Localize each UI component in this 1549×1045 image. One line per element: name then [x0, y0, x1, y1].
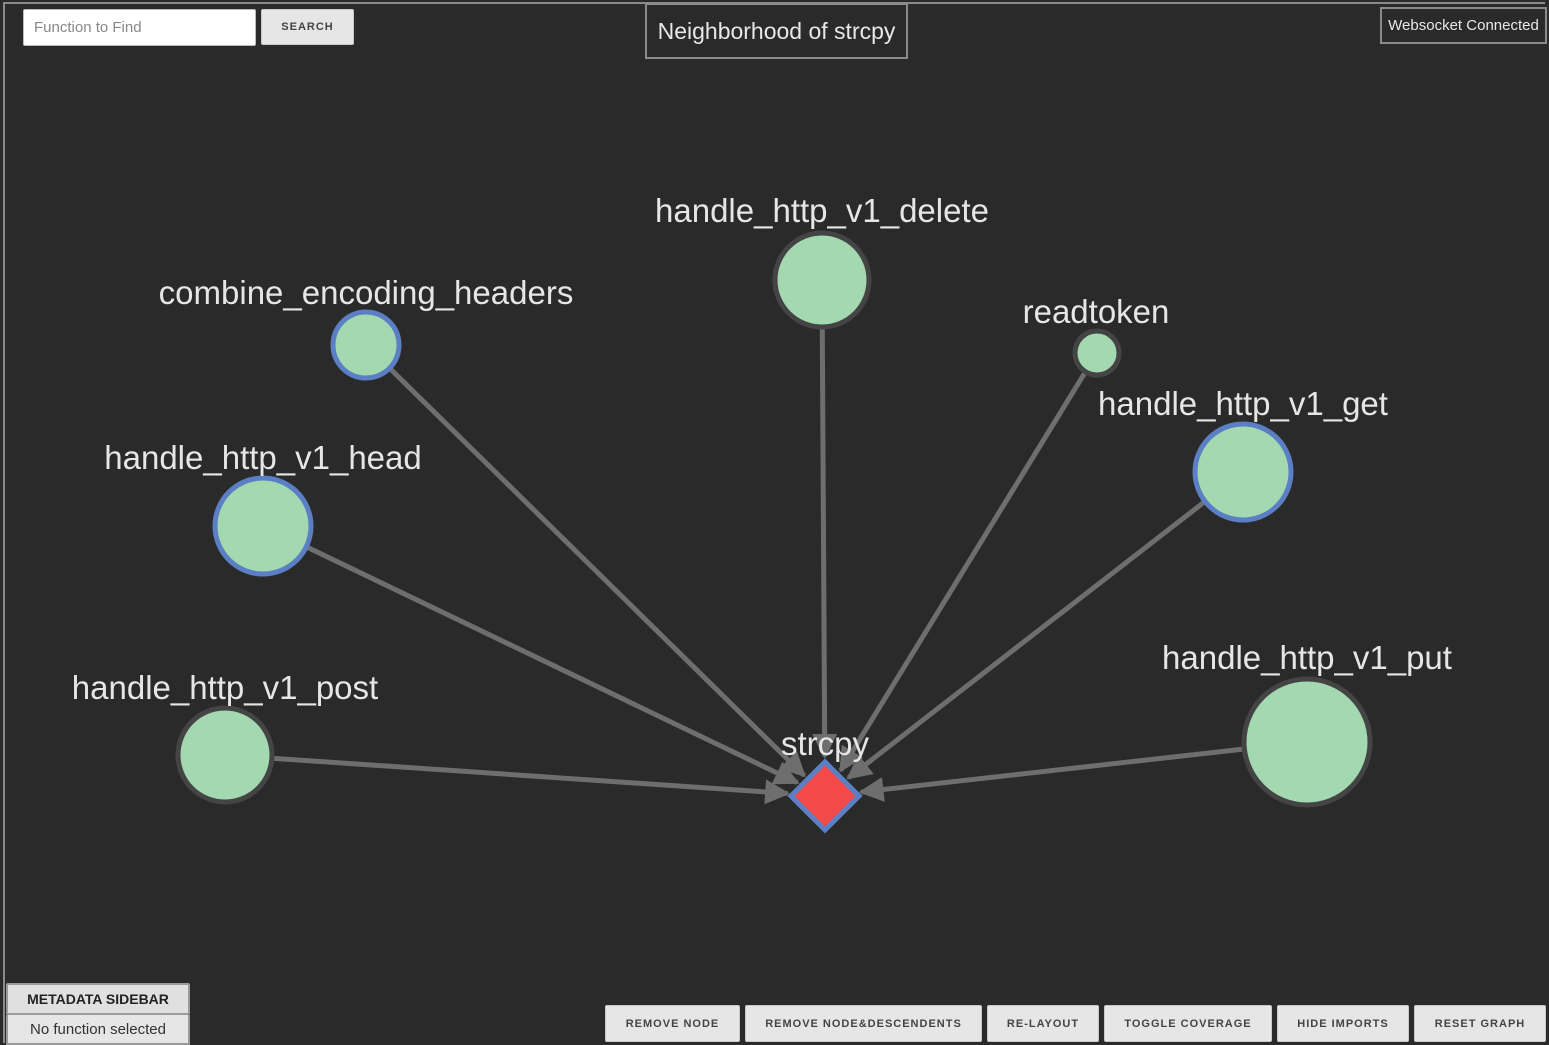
node-handle-http-v1-get[interactable]	[1192, 421, 1294, 523]
node-label-strcpy: strcpy	[781, 725, 870, 762]
node-label-readtoken: readtoken	[1023, 293, 1170, 330]
node-handle-http-v1-put[interactable]	[1241, 676, 1373, 808]
remove-node-button[interactable]: REMOVE NODE	[605, 1005, 740, 1042]
node-combine-encoding-headers[interactable]	[330, 309, 402, 381]
node-label-combine-encoding-headers: combine_encoding_headers	[159, 274, 574, 311]
node-strcpy[interactable]	[787, 758, 863, 834]
search-button[interactable]: SEARCH	[261, 9, 354, 45]
toggle-coverage-button[interactable]: TOGGLE COVERAGE	[1104, 1005, 1272, 1042]
reset-graph-button[interactable]: RESET GRAPH	[1414, 1005, 1546, 1042]
node-handle-http-v1-delete[interactable]	[772, 230, 872, 330]
node-label-handle-http-v1-get: handle_http_v1_get	[1098, 385, 1388, 422]
edges-layer	[271, 326, 1245, 805]
metadata-sidebar-button[interactable]: METADATA SIDEBAR	[6, 983, 190, 1015]
node-label-handle-http-v1-delete: handle_http_v1_delete	[655, 192, 989, 229]
graph-title: Neighborhood of strcpy	[645, 3, 908, 59]
node-label-handle-http-v1-post: handle_http_v1_post	[72, 669, 378, 706]
node-label-handle-http-v1-put: handle_http_v1_put	[1162, 639, 1452, 676]
edge-handle-http-v1-delete-to-strcpy	[812, 326, 838, 760]
node-readtoken[interactable]	[1072, 328, 1122, 378]
edge-readtoken-to-strcpy	[838, 370, 1088, 773]
edge-handle-http-v1-get-to-strcpy	[846, 499, 1207, 780]
edge-handle-http-v1-put-to-strcpy	[858, 746, 1245, 802]
edge-combine-encoding-headers-to-strcpy	[387, 366, 806, 778]
relayout-button[interactable]: RE-LAYOUT	[987, 1005, 1099, 1042]
node-handle-http-v1-head[interactable]	[212, 475, 314, 577]
node-handle-http-v1-post[interactable]	[175, 705, 275, 805]
websocket-status: Websocket Connected	[1380, 7, 1547, 44]
search-input[interactable]	[23, 9, 256, 46]
node-label-handle-http-v1-head: handle_http_v1_head	[104, 439, 421, 476]
metadata-status: No function selected	[6, 1015, 190, 1045]
edge-handle-http-v1-head-to-strcpy	[305, 544, 800, 785]
nodes-layer: handle_http_v1_delete combine_encoding_he…	[72, 192, 1452, 834]
hide-imports-button[interactable]: HIDE IMPORTS	[1277, 1005, 1409, 1042]
remove-node-descendents-button[interactable]: REMOVE NODE&DESCENDENTS	[745, 1005, 982, 1042]
edge-handle-http-v1-post-to-strcpy	[271, 755, 791, 805]
